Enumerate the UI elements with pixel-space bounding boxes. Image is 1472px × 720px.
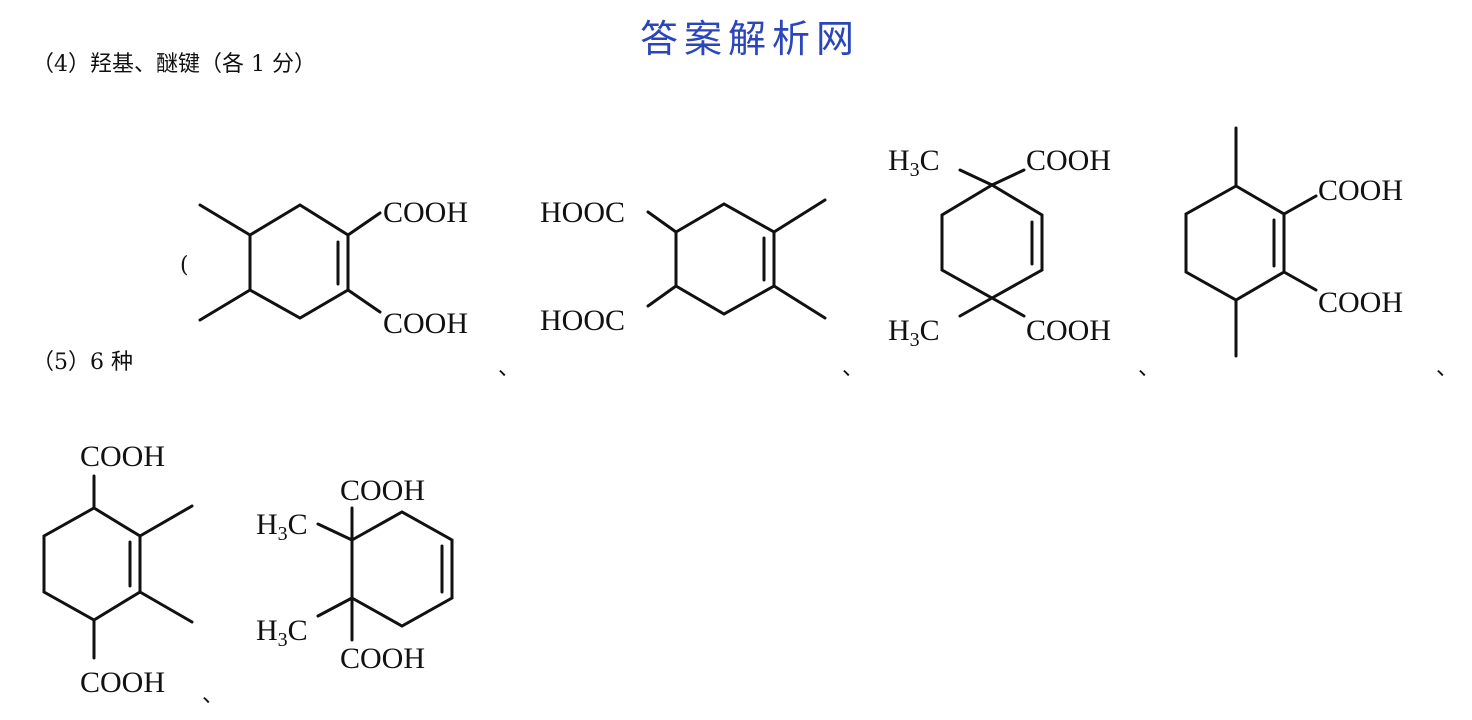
structure-5: COOH COOH: [42, 440, 194, 699]
cooh-label: COOH: [1026, 144, 1111, 177]
cooh-label: COOH: [1318, 174, 1403, 207]
structure-4: COOH COOH: [1184, 126, 1403, 358]
cooh-label: COOH: [80, 666, 165, 699]
structure-6: COOH H3C H3C COOH: [256, 474, 454, 675]
cooh-label: COOH: [383, 307, 468, 340]
cooh-label: COOH: [1318, 286, 1403, 319]
cooh-label: COOH: [340, 474, 425, 507]
h3c-label: H3C: [888, 314, 940, 351]
h3c-label: H3C: [256, 508, 308, 545]
structure-1: COOH COOH: [198, 196, 468, 340]
separator: 、: [498, 356, 520, 381]
watermark-text: 答案解析网: [640, 17, 861, 61]
hooc-label: HOOC: [540, 196, 625, 229]
separator: 、: [202, 683, 224, 708]
hooc-label: HOOC: [540, 304, 625, 337]
separator: 、: [1436, 356, 1458, 381]
cooh-label: COOH: [340, 642, 425, 675]
h3c-label: H3C: [256, 614, 308, 651]
answer-4-text: （4）羟基、醚键（各 1 分）: [32, 52, 316, 77]
cooh-label: COOH: [80, 440, 165, 473]
structure-2: HOOC HOOC: [540, 196, 827, 337]
separator: 、: [842, 356, 864, 381]
structure-3: H3C COOH H3C COOH: [888, 144, 1111, 351]
cooh-label: COOH: [383, 196, 468, 229]
h3c-label: H3C: [888, 144, 940, 181]
cooh-label: COOH: [1026, 314, 1111, 347]
separator: 、: [1138, 356, 1160, 381]
stray-mark: (: [180, 253, 189, 278]
answer-5-text: （5）6 种: [32, 350, 133, 375]
